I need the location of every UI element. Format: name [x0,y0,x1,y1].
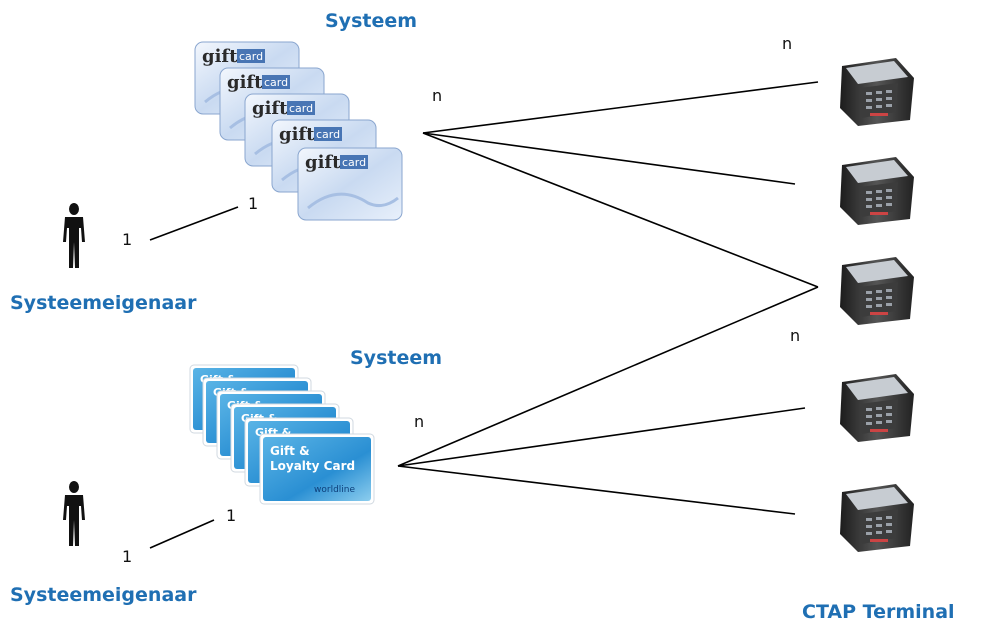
cardinality-cards-top-one: 1 [248,194,259,213]
owner-top-title: Systeemeigenaar [10,292,197,314]
system-top-title: Systeem [325,10,418,32]
cardinality-cards-top-n: n [432,86,443,105]
cardinality-owner-top: 1 [122,230,133,249]
owner-bottom-title: Systeemeigenaar [10,584,197,606]
cardinality-cards-bottom-n: n [414,412,425,431]
bottom-link-terminal-3 [397,286,819,467]
top-link-terminal-3 [422,132,819,288]
cardinality-cards-bottom-one: 1 [226,506,237,525]
cardinality-terminals-bottom-n: n [790,326,801,345]
bottom-link-terminal-4 [397,407,806,467]
owner-top-link [149,206,239,241]
system-bottom-title: Systeem [350,347,443,369]
top-link-terminal-1 [422,81,819,134]
bottom-link-terminal-5 [397,465,796,515]
top-link-terminal-2 [422,132,796,185]
cardinality-owner-bottom: 1 [122,547,133,566]
cardinality-terminals-top-n: n [782,34,793,53]
terminal-title: CTAP Terminal [802,601,955,623]
owner-bottom-link [149,519,215,549]
